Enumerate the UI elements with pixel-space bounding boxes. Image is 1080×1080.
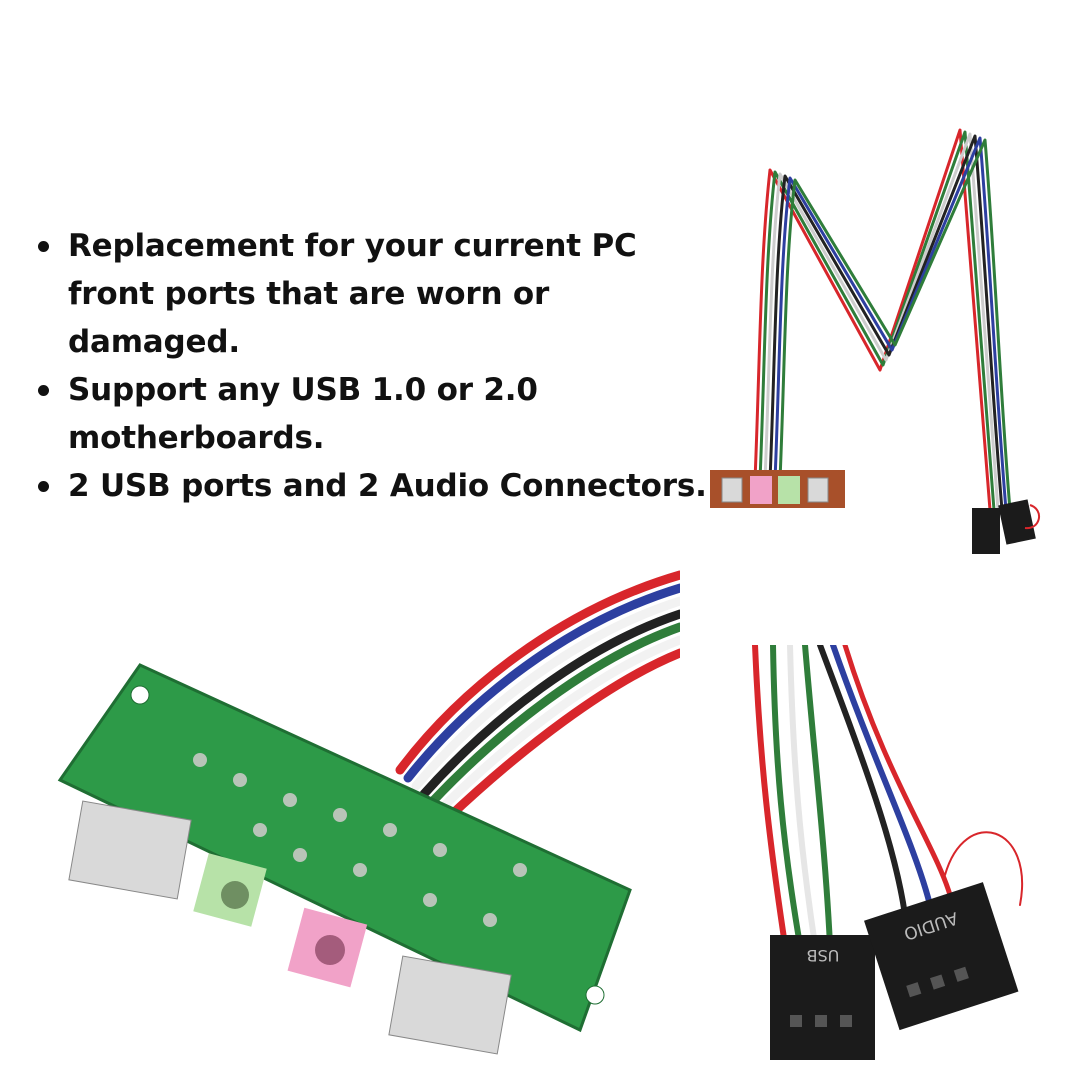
feature-text: 2 USB ports and 2 Audio Connectors. bbox=[68, 468, 707, 504]
usb-port-icon bbox=[68, 800, 192, 900]
feature-item: Replacement for your current PC front po… bbox=[30, 222, 710, 366]
cable-assembly-photo bbox=[710, 128, 1040, 554]
bullet-icon bbox=[38, 481, 49, 492]
jack-hole bbox=[221, 881, 249, 909]
bullet-icon bbox=[38, 241, 49, 252]
mount-hole bbox=[130, 685, 150, 705]
audio-header-connector bbox=[998, 499, 1036, 545]
jack-hole bbox=[315, 935, 345, 965]
feature-list: Replacement for your current PC front po… bbox=[30, 222, 710, 510]
bullet-icon bbox=[38, 385, 49, 396]
pcb-closeup-photo bbox=[57, 570, 680, 1055]
connector-closeup-photo: USB AUDIO bbox=[752, 645, 1023, 1060]
audio-jack-icon bbox=[750, 476, 772, 504]
mount-hole bbox=[585, 985, 605, 1005]
usb-port-icon bbox=[388, 955, 512, 1055]
audio-header-connector: AUDIO bbox=[864, 882, 1019, 1031]
usb-label: USB bbox=[807, 946, 840, 965]
audio-jack-icon bbox=[778, 476, 800, 504]
usb-header-connector: USB bbox=[770, 935, 875, 1060]
feature-item: Support any USB 1.0 or 2.0 motherboards. bbox=[30, 366, 710, 462]
feature-text: Support any USB 1.0 or 2.0 motherboards. bbox=[68, 372, 538, 456]
usb-header-connector bbox=[972, 508, 1000, 554]
usb-port-icon bbox=[721, 477, 743, 503]
usb-port-icon bbox=[807, 477, 829, 503]
feature-item: 2 USB ports and 2 Audio Connectors. bbox=[30, 462, 710, 510]
feature-text: Replacement for your current PC front po… bbox=[68, 228, 637, 360]
